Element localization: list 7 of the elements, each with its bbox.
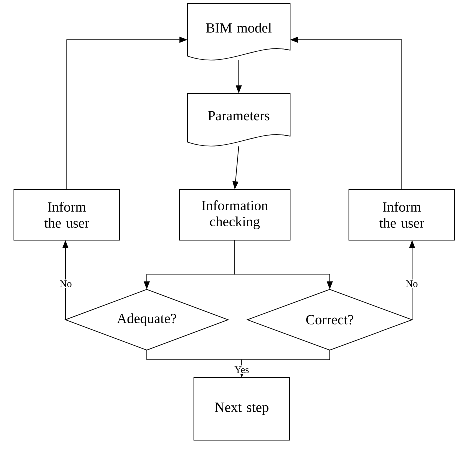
process-box: Information checking (179, 189, 291, 241)
process-box: Next step (194, 377, 290, 441)
process-box: Inform the user (348, 189, 456, 241)
edge-label: No (58, 280, 74, 288)
process-box: Inform the user (14, 189, 120, 241)
edge-label: No (404, 280, 420, 288)
edge-label: Yes (234, 366, 250, 374)
